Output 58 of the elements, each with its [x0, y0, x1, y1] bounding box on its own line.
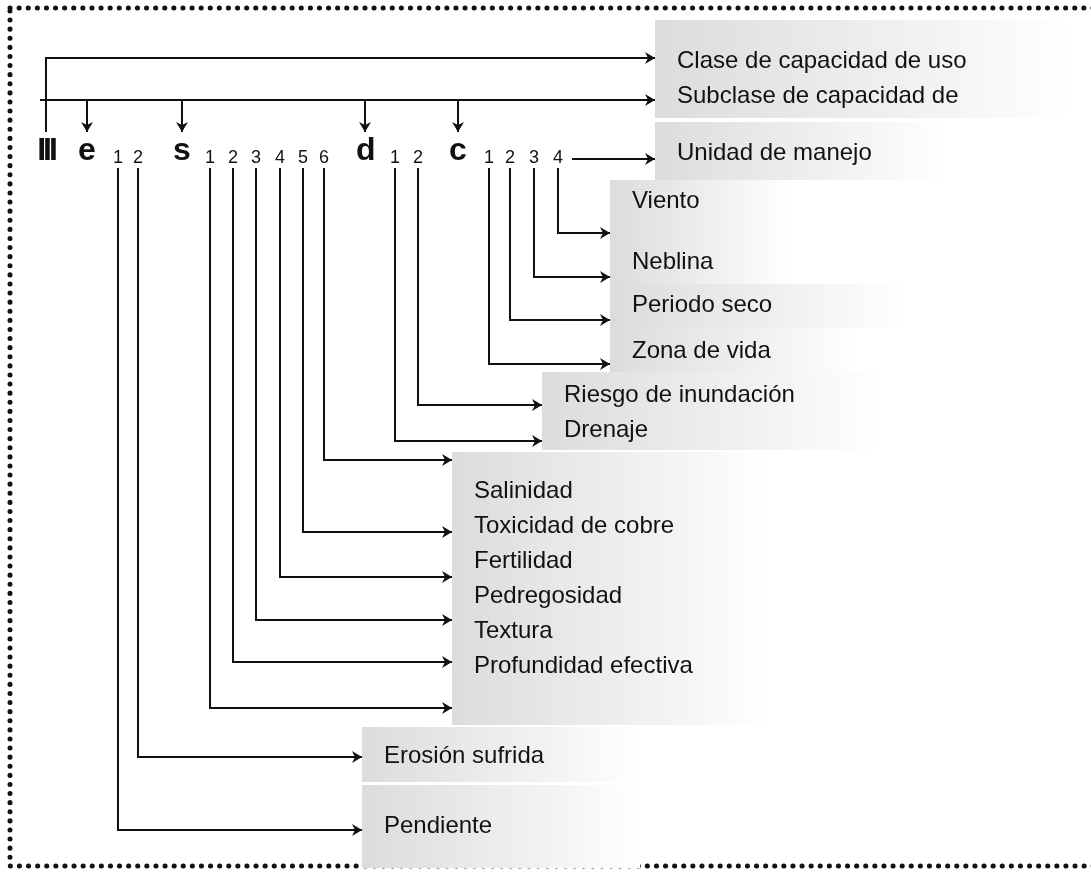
arrow — [279, 167, 453, 583]
arrow — [117, 167, 363, 836]
arrow — [359, 99, 371, 133]
class-letter: s — [173, 132, 191, 166]
arrow — [509, 167, 611, 326]
arrow — [232, 167, 453, 668]
label-text: Zona de vida — [632, 335, 772, 365]
label-text: Fertilidad — [474, 545, 574, 575]
subscript-number: 2 — [131, 146, 145, 168]
class-letter: e — [78, 132, 96, 166]
arrow — [137, 167, 363, 763]
label-text: Riesgo de inundación — [564, 379, 796, 409]
label-text: Pedregosidad — [474, 580, 624, 610]
label-text: Unidad de manejo — [677, 137, 873, 167]
subscript-number: 4 — [551, 146, 565, 168]
arrow — [571, 153, 656, 165]
arrow — [255, 167, 453, 626]
label-text: Periodo seco — [632, 289, 774, 319]
subscript-number: 2 — [411, 146, 425, 168]
arrow — [45, 52, 656, 133]
arrow — [209, 167, 453, 714]
arrow — [394, 167, 543, 447]
subscript-number: 1 — [203, 146, 217, 168]
subscript-number: 1 — [482, 146, 496, 168]
arrow — [533, 167, 611, 283]
label-text: Textura — [474, 615, 554, 645]
label-text: Clase de capacidad de uso — [677, 45, 968, 75]
label-text: Salinidad — [474, 475, 574, 505]
arrow — [302, 167, 453, 538]
arrow — [452, 99, 464, 133]
arrow — [39, 94, 656, 106]
arrow — [417, 167, 543, 411]
subscript-number: 1 — [388, 146, 402, 168]
subscript-number: 3 — [249, 146, 263, 168]
label-text: Profundidad efectiva — [474, 650, 694, 680]
subscript-number: 4 — [273, 146, 287, 168]
label-text: Erosión sufrida — [384, 740, 546, 770]
subscript-number: 5 — [296, 146, 310, 168]
arrow — [176, 99, 188, 133]
class-letter: III — [28, 132, 64, 166]
subscript-number: 2 — [226, 146, 240, 168]
subscript-number: 1 — [111, 146, 125, 168]
label-box — [362, 785, 640, 868]
label-text: Viento — [632, 185, 701, 215]
label-text: Toxicidad de cobre — [474, 510, 676, 540]
class-letter: d — [356, 132, 374, 166]
label-text: Pendiente — [384, 810, 494, 840]
arrow — [557, 167, 611, 239]
label-text: Neblina — [632, 246, 715, 276]
class-letter: c — [449, 132, 467, 166]
arrow — [323, 167, 453, 466]
arrow — [81, 99, 93, 133]
arrow — [488, 167, 611, 370]
subscript-number: 2 — [503, 146, 517, 168]
label-text: Drenaje — [564, 414, 650, 444]
subscript-number: 6 — [317, 146, 331, 168]
subscript-number: 3 — [527, 146, 541, 168]
label-text: Subclase de capacidad de — [677, 80, 960, 110]
